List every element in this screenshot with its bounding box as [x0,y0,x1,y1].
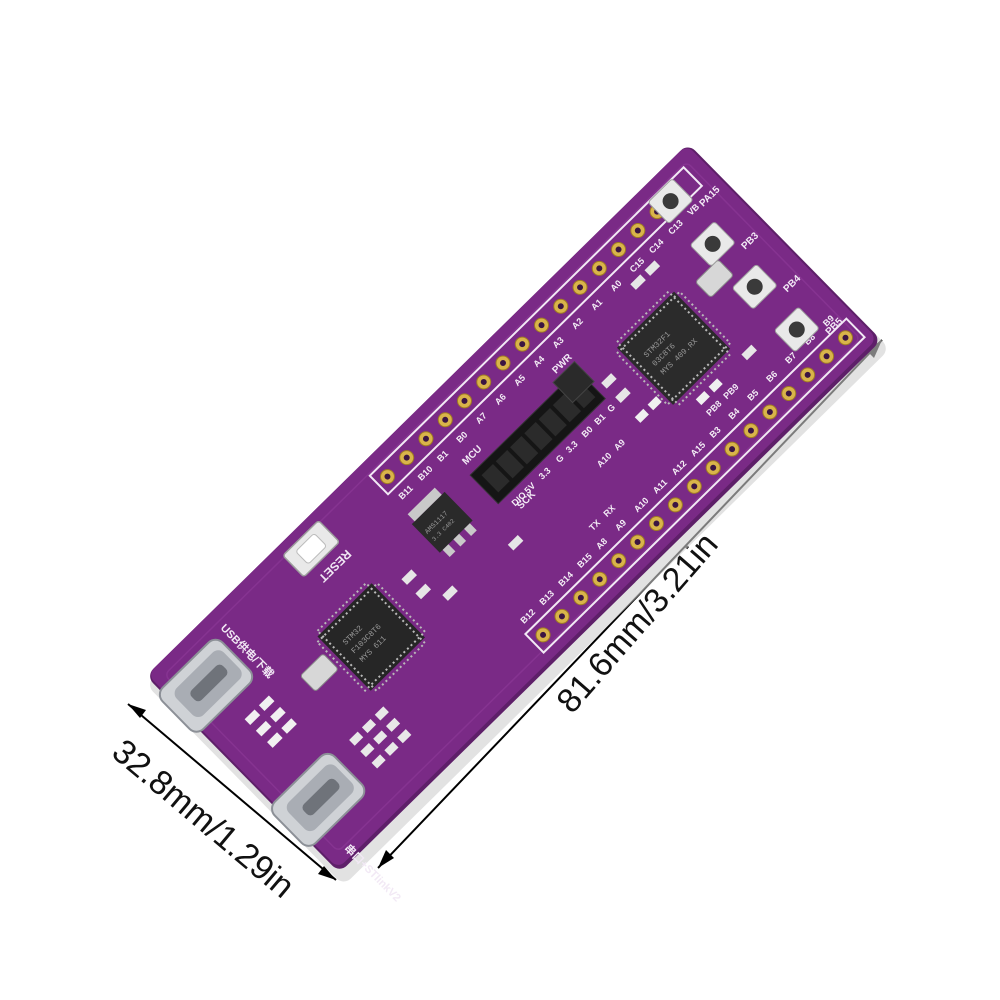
top-pin-hole [500,360,507,367]
bottom-pin-hole [747,427,754,434]
bottom-pin-hole [540,631,547,638]
top-pin-hole [596,265,603,272]
top-pin-hole [422,435,429,442]
pin-header-top [368,165,704,496]
top-pin-hole [557,303,564,310]
user-button-pb5[interactable] [774,307,819,352]
bottom-pin-hole [766,409,773,416]
bottom-pin-hole [558,613,565,620]
bottom-pin-hole [842,334,849,341]
jumper-cap[interactable] [552,360,595,404]
usb-c-port-debug[interactable] [268,750,369,850]
user-button-pb4[interactable] [732,264,777,309]
top-pin-hole [615,246,622,253]
main-mcu-chip: STM32F1 03C8T6 MYS 409.RX [615,290,732,407]
bottom-pin-hole [577,594,584,601]
top-pin-hole [442,416,449,423]
bottom-pin-hole [823,353,830,360]
top-pin-hole [403,454,410,461]
passive-components [401,260,757,601]
user-button-pa15[interactable] [648,179,693,224]
top-pin-hole [577,284,584,291]
bottom-pin-hole [691,483,698,490]
smd-bank [244,695,412,769]
top-pin-hole [461,397,468,404]
top-pin-hole [634,227,641,234]
crystal-main [696,260,733,297]
voltage-regulator: AMS1117 3.3 C402 [407,487,477,558]
bottom-pin-hole [729,446,736,453]
top-pin-hole [384,473,391,480]
bottom-pin-hole [785,390,792,397]
top-pin-hole [480,378,487,385]
usb-c-port-power[interactable] [156,636,257,736]
bottom-pin-hole [710,464,717,471]
bottom-pin-hole [615,557,622,564]
top-pin-hole [519,341,526,348]
status-leds [634,378,723,423]
user-button-pb3[interactable] [690,221,735,266]
reset-button[interactable] [283,521,340,577]
top-pin-hole [538,322,545,329]
bottom-pin-hole [596,576,603,583]
bottom-pin-hole [634,539,641,546]
bottom-pin-hole [804,371,811,378]
pin-header-bottom [523,317,866,655]
crystal-debug [300,654,338,691]
bottom-pin-hole [653,520,660,527]
bottom-pin-hole [672,501,679,508]
